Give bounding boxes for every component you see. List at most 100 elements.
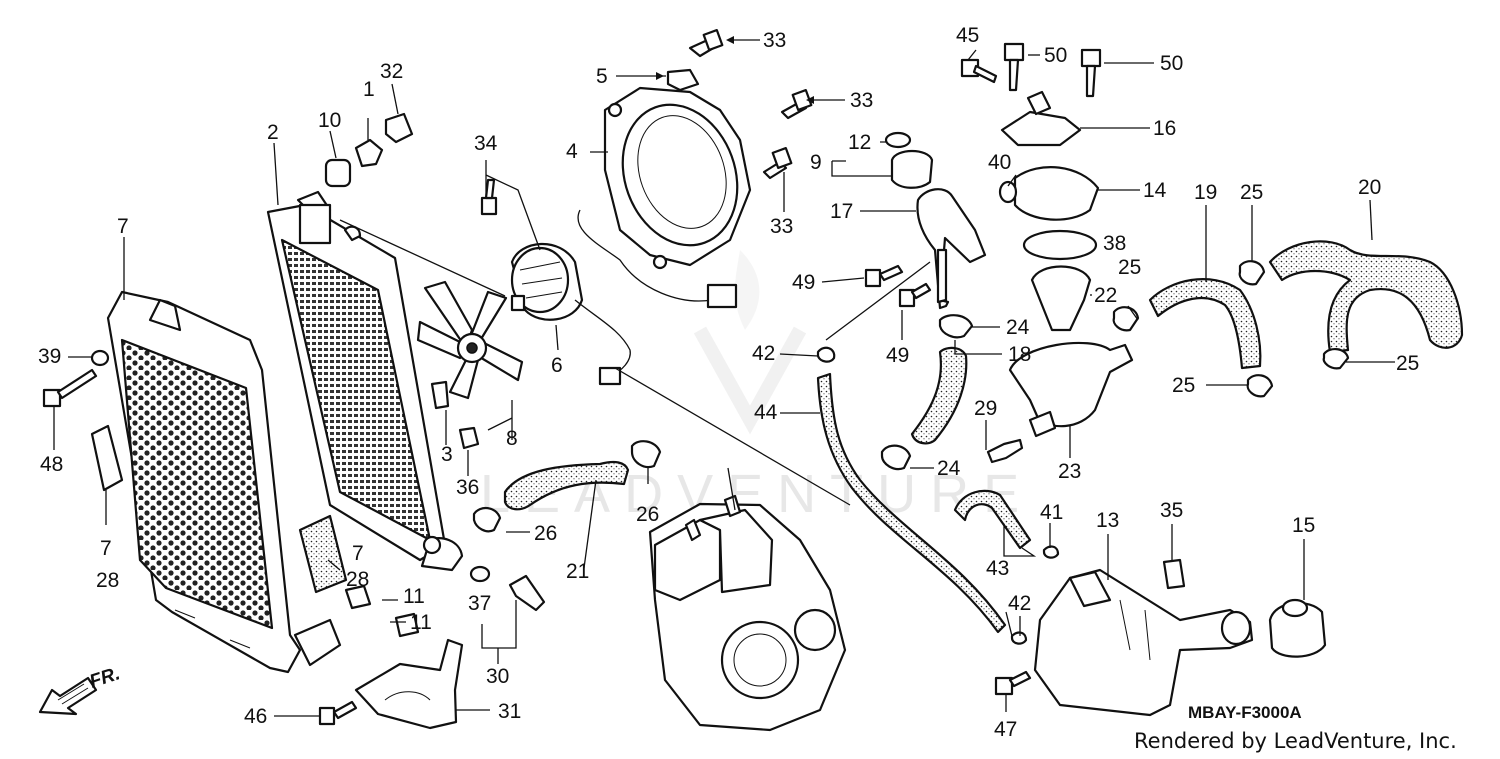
bolt-48 <box>42 368 98 408</box>
callout-11-lower: 11 <box>410 611 432 634</box>
clip-42-upper <box>816 346 836 363</box>
callout-12: 12 <box>848 131 871 154</box>
thermostat-cover-14 <box>1013 166 1100 221</box>
callout-26-right: 26 <box>636 503 659 526</box>
cap-32 <box>384 112 414 144</box>
callout-43: 43 <box>986 557 1009 580</box>
washer-39 <box>90 349 110 367</box>
housing-23-outlet <box>1028 410 1057 438</box>
hose-19 <box>1148 278 1262 370</box>
callout-42-upper: 42 <box>752 342 775 365</box>
pad-28 <box>90 424 124 492</box>
hose-21 <box>503 460 630 511</box>
callout-44: 44 <box>754 401 778 424</box>
nut-11-lower <box>394 612 420 638</box>
callout-46: 46 <box>244 705 267 728</box>
front-direction-label: FR. <box>87 663 123 692</box>
callout-45: 45 <box>956 24 979 47</box>
callout-2: 2 <box>267 121 279 144</box>
o-ring-40 <box>998 180 1018 204</box>
leader-lines <box>53 39 1395 717</box>
arrowhead-33-top <box>726 36 734 44</box>
callout-31: 31 <box>498 700 521 723</box>
callout-37: 37 <box>468 592 491 615</box>
clamp-26-right <box>630 440 662 469</box>
callout-42-lower: 42 <box>1008 592 1031 615</box>
clamp-24-lower <box>880 444 912 471</box>
callout-6: 6 <box>551 354 563 377</box>
callout-49-left: 49 <box>792 271 815 294</box>
callout-13: 13 <box>1096 509 1119 532</box>
callout-28-right: 28 <box>346 568 369 591</box>
bolt-50-right <box>1080 48 1102 98</box>
o-ring-12 <box>884 131 912 149</box>
bolt-33-top <box>688 28 724 58</box>
callout-26-left: 26 <box>534 522 557 545</box>
diagram-code: MBAY-F3000A <box>1188 703 1302 722</box>
radiator-shroud-7 <box>106 290 342 674</box>
collar-1 <box>354 138 384 168</box>
clamp-25-c <box>1322 348 1350 370</box>
callout-19: 19 <box>1194 181 1217 204</box>
cooling-fan-8 <box>416 280 524 400</box>
bracket-31-slot <box>384 691 431 701</box>
callout-25-d: 25 <box>1172 374 1195 397</box>
thermostat-22 <box>1030 265 1092 332</box>
bolt-34 <box>480 178 498 216</box>
callout-8: 8 <box>506 427 518 450</box>
bracket-31 <box>354 638 464 730</box>
callout-25-c: 25 <box>1396 352 1419 375</box>
clamp-26-left <box>472 507 502 533</box>
callout-10: 10 <box>318 109 341 132</box>
clip-3 <box>430 380 450 410</box>
credit-text: Rendered by LeadVenture, Inc. <box>1134 729 1457 753</box>
callout-24-lower: 24 <box>937 457 961 480</box>
front-direction-arrow-icon: FR. <box>38 663 123 716</box>
pipe-17-lower <box>936 248 948 304</box>
callout-15: 15 <box>1292 514 1315 537</box>
callout-5: 5 <box>596 65 608 88</box>
callout-3: 3 <box>441 443 453 466</box>
clamp-25-b <box>1112 306 1140 332</box>
sensor-30 <box>508 574 546 612</box>
callout-labels: 1 2 3 4 5 6 7 7 7 8 9 10 11 11 12 13 14 … <box>38 24 1419 741</box>
callout-24-upper: 24 <box>1006 316 1030 339</box>
bolt-49-right <box>898 282 932 308</box>
bracket-16 <box>1000 110 1082 147</box>
callout-38: 38 <box>1103 232 1126 255</box>
clamp-24-upper <box>938 314 974 339</box>
grommet-10 <box>324 158 352 188</box>
bolt-46 <box>318 700 358 726</box>
fan-motor-6 <box>510 242 631 386</box>
clip-41 <box>1042 545 1060 559</box>
callout-4: 4 <box>566 140 578 163</box>
callout-29: 29 <box>974 397 997 420</box>
callout-32: 32 <box>380 60 403 83</box>
washer-37 <box>469 565 491 583</box>
callout-49-right: 49 <box>886 344 909 367</box>
sensor-29 <box>986 438 1024 464</box>
hose-43 <box>953 489 1032 550</box>
o-ring-38 <box>1022 229 1098 261</box>
callout-20: 20 <box>1358 176 1381 199</box>
clamp-25-a <box>1238 260 1266 286</box>
callout-47: 47 <box>994 718 1017 741</box>
callout-39: 39 <box>38 345 61 368</box>
fan-shroud-4 <box>577 86 752 309</box>
reservoir-tank-13 <box>1033 568 1254 717</box>
pad-28-right <box>298 514 348 594</box>
callout-50-left: 50 <box>1044 44 1067 67</box>
callout-33-top: 33 <box>763 29 786 52</box>
callout-50-right: 50 <box>1160 52 1183 75</box>
callout-16: 16 <box>1153 117 1176 140</box>
bolt-33-mid <box>780 88 813 120</box>
callout-33-mid: 33 <box>850 89 873 112</box>
arrowhead-5 <box>656 72 664 80</box>
callout-36: 36 <box>456 476 479 499</box>
arrowhead-33-mid <box>806 96 814 104</box>
hose-44 <box>816 372 1007 634</box>
hose-20 <box>1268 240 1464 354</box>
callout-25-b: 25 <box>1118 256 1141 279</box>
reservoir-cap-15 <box>1268 598 1327 658</box>
hose-18 <box>910 346 968 445</box>
